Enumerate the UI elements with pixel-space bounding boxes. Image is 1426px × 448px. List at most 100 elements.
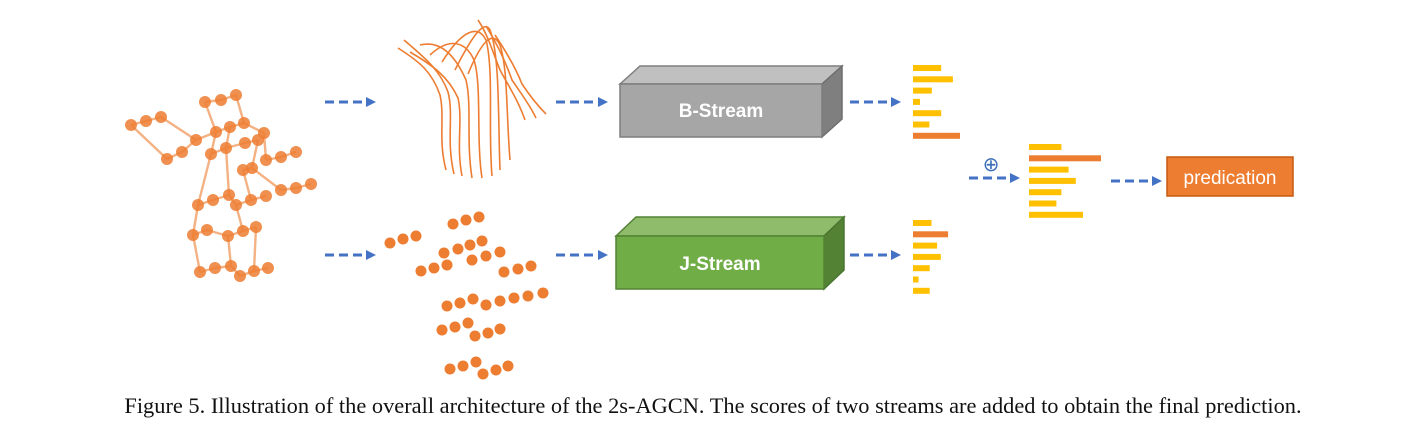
skeleton-bone (130, 124, 168, 160)
b-stream-scores (913, 65, 960, 139)
b-stream-score-bar (913, 132, 960, 139)
skeleton-joint (210, 126, 222, 138)
joint-dot (438, 247, 450, 259)
joint-dot (454, 297, 466, 309)
skeleton-joint (250, 221, 262, 233)
fused-score-bar (1029, 189, 1062, 196)
skeleton-bone (191, 234, 202, 273)
b-stream-score-bar (913, 76, 953, 83)
skeleton-joint (252, 134, 264, 146)
b-stream-score-bar (913, 65, 942, 71)
skeleton-joint (234, 270, 246, 282)
skeleton-joint (209, 262, 221, 274)
skeleton-joint (220, 142, 232, 154)
b-stream-score-bar (913, 110, 942, 117)
skeleton-joint (222, 230, 234, 242)
fused-scores (1029, 144, 1101, 218)
joint-dot (462, 317, 474, 329)
skeleton-bone (251, 167, 282, 191)
skeleton-joint (155, 111, 167, 123)
fused-score-bar (1029, 155, 1101, 162)
skeleton-joint (205, 148, 217, 160)
skeleton-joint (192, 199, 204, 211)
skeleton-bone (160, 115, 197, 142)
prediction-block: predication (1166, 156, 1294, 197)
joint-dot (460, 214, 472, 226)
architecture-diagram: B-Stream J-Stream ⊕ predication (125, 19, 1294, 380)
joint-dot (482, 327, 494, 339)
j-stream-score-bar (913, 276, 919, 283)
joint-dot (428, 262, 440, 274)
joint-dot (473, 211, 485, 223)
skeleton-joint (194, 266, 206, 278)
joint-dot (480, 250, 492, 262)
skeleton-joint (125, 119, 137, 131)
fused-score-bar (1029, 166, 1069, 173)
skeleton-joint (237, 164, 249, 176)
skeleton-joint (223, 189, 235, 201)
joint-dot (525, 260, 537, 272)
skeleton-joint (230, 89, 242, 101)
skeleton-joint (201, 224, 213, 236)
joint-dot (410, 230, 422, 242)
skeleton-joint (260, 190, 272, 202)
joint-sequence (384, 211, 549, 380)
joint-dot (452, 243, 464, 255)
skeleton-joint (215, 94, 227, 106)
skeleton-joint (245, 194, 257, 206)
joint-dot (384, 237, 396, 249)
bone-sequence (397, 19, 547, 179)
joint-dot (494, 295, 506, 307)
j-stream-score-bar (913, 287, 930, 294)
skeleton-joint (290, 182, 302, 194)
joint-dot (494, 246, 506, 258)
j-stream-score-bar (913, 265, 930, 272)
skeleton-joint (248, 265, 260, 277)
joint-dot (397, 233, 409, 245)
skeleton-joint (140, 115, 152, 127)
fused-score-bar (1029, 200, 1057, 207)
joint-dot (441, 300, 453, 312)
joint-dot (480, 299, 492, 311)
skeleton-bone (224, 147, 231, 196)
joint-dot (467, 293, 479, 305)
skeleton-bone (252, 226, 258, 272)
skeleton-bone (196, 153, 213, 206)
joint-dot (477, 368, 489, 380)
skeleton-joint (290, 146, 302, 158)
joint-dot (502, 360, 514, 372)
skeleton-joint (238, 117, 250, 129)
skeleton-joint (187, 229, 199, 241)
b-stream-score-bar (913, 121, 930, 128)
joint-dot (466, 254, 478, 266)
joint-dot (444, 363, 456, 375)
skeleton-joint (239, 137, 251, 149)
fused-score-bar (1029, 144, 1062, 150)
joint-dot (415, 265, 427, 277)
b-stream-label: B-Stream (679, 101, 763, 122)
joint-dot (470, 356, 482, 368)
skeleton-joint (225, 260, 237, 272)
figure-caption: Figure 5. Illustration of the overall ar… (124, 393, 1302, 418)
skeleton-joint (275, 151, 287, 163)
j-stream-score-bar (913, 242, 938, 249)
b-stream-score-bar (913, 87, 932, 94)
joint-dot (436, 324, 448, 336)
b-stream-score-bar (913, 98, 920, 105)
joint-dot (522, 290, 534, 302)
skeleton-joint (275, 184, 287, 196)
j-stream-score-bar (913, 220, 932, 226)
j-stream-block: J-Stream (614, 215, 846, 291)
joint-dot (476, 235, 488, 247)
joint-dot (449, 321, 461, 333)
skeleton-joint (246, 162, 258, 174)
skeleton-joints (125, 89, 317, 282)
skeleton-joint (207, 194, 219, 206)
skeleton-joint (161, 153, 173, 165)
skeleton-joint (224, 121, 236, 133)
j-stream-score-bar (913, 253, 941, 260)
skeleton-joint (260, 154, 272, 166)
skeleton-joint (237, 225, 249, 237)
skeleton-joint (262, 262, 274, 274)
skeleton-graph (125, 89, 317, 282)
